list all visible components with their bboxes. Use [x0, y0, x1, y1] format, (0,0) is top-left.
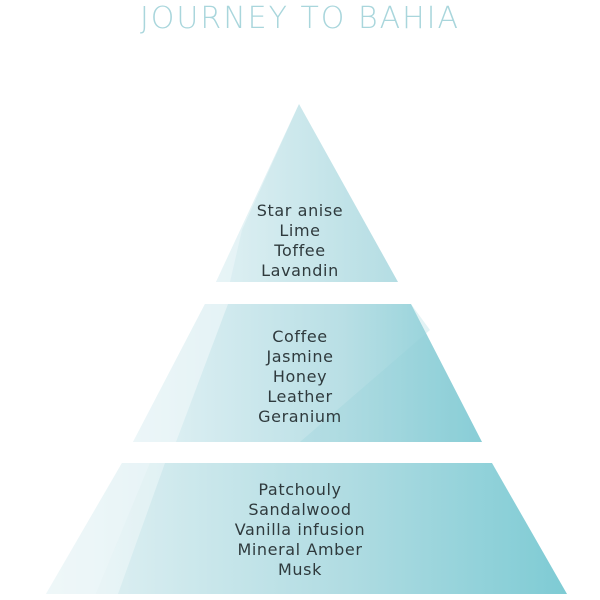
note-label: Toffee: [274, 241, 326, 260]
note-label: Vanilla infusion: [234, 520, 366, 539]
page-title: JOURNEY TO BAHIA: [139, 1, 461, 36]
tier-bottom-shape: [46, 463, 567, 594]
note-label: Lime: [279, 221, 321, 240]
note-label: Patchouly: [258, 480, 342, 499]
note-label: Star anise: [256, 201, 344, 220]
note-label: Honey: [272, 367, 328, 386]
tier-top-notes: Star anise Lime Toffee Lavandin: [150, 201, 450, 281]
tier-middle-highlight: [133, 304, 228, 442]
tier-middle-shape: [133, 304, 482, 442]
tier-bottom-highlight-2: [96, 463, 165, 594]
note-label: Mineral Amber: [237, 540, 363, 559]
note-label: Musk: [278, 560, 322, 579]
tier-middle: [133, 304, 482, 442]
note-label: Coffee: [272, 327, 328, 346]
tier-bottom-highlight: [46, 463, 150, 594]
tier-bottom-notes: Patchouly Sandalwood Vanilla infusion Mi…: [150, 480, 450, 580]
note-label: Lavandin: [261, 261, 339, 280]
tier-top-highlight: [216, 104, 299, 282]
note-label: Leather: [267, 387, 333, 406]
tier-middle-notes: Coffee Jasmine Honey Leather Geranium: [150, 327, 450, 427]
note-label: Sandalwood: [248, 500, 352, 519]
tier-middle-shade: [300, 304, 482, 442]
tier-bottom: [46, 463, 567, 594]
note-label: Jasmine: [266, 347, 334, 366]
tier-top-shape: [216, 104, 398, 282]
tier-top: [216, 104, 398, 282]
note-label: Geranium: [258, 407, 342, 426]
